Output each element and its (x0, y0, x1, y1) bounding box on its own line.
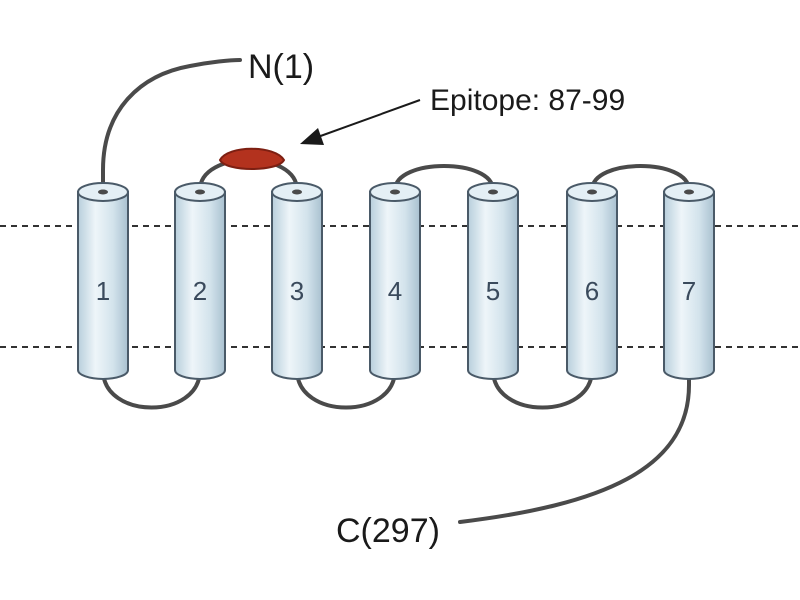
helix-6: 6 (566, 182, 618, 380)
helix-2: 2 (174, 182, 226, 380)
helix-cylinder-body (271, 191, 323, 380)
helix-number-label: 2 (193, 276, 207, 306)
helix-loop-anchor (195, 189, 205, 195)
helix-4: 4 (369, 182, 421, 380)
extracellular-loop-4-5 (393, 164, 495, 192)
helix-3: 3 (271, 182, 323, 380)
intracellular-loop-3-4 (295, 368, 397, 410)
helix-number-label: 3 (290, 276, 304, 306)
transmembrane-helices: 1 2 3 4 5 6 7 (77, 182, 715, 380)
intracellular-loop-1-2 (101, 368, 202, 410)
c-terminus-label: C(297) (336, 512, 440, 550)
helix-number-label: 5 (486, 276, 500, 306)
helix-1: 1 (77, 182, 129, 380)
helix-number-label: 1 (96, 276, 110, 306)
helix-loop-anchor (98, 189, 108, 195)
epitope-marker (218, 147, 286, 170)
helix-7: 7 (663, 182, 715, 380)
helix-loop-anchor (587, 189, 597, 195)
helix-cylinder-body (663, 191, 715, 380)
n-terminus-tail (101, 58, 242, 192)
helix-number-label: 7 (682, 276, 696, 306)
helix-number-label: 4 (388, 276, 402, 306)
helix-cylinder-body (467, 191, 519, 380)
helix-cylinder-body (77, 191, 129, 380)
helix-cylinder-body (369, 191, 421, 380)
epitope-arrow-head (300, 128, 324, 145)
helix-5: 5 (467, 182, 519, 380)
epitope-arrow-line (314, 99, 421, 139)
intracellular-loop-5-6 (491, 368, 594, 410)
helix-loop-anchor (292, 189, 302, 195)
helix-cylinder-body (174, 191, 226, 380)
helix-loop-anchor (684, 189, 694, 195)
c-terminus-tail (458, 368, 691, 524)
epitope-label: Epitope: 87-99 (430, 84, 625, 117)
helix-loop-anchor (488, 189, 498, 195)
n-terminus-label: N(1) (248, 48, 314, 86)
helix-cylinder-body (566, 191, 618, 380)
helix-number-label: 6 (585, 276, 599, 306)
extracellular-loop-6-7 (590, 164, 691, 192)
helix-loop-anchor (390, 189, 400, 195)
